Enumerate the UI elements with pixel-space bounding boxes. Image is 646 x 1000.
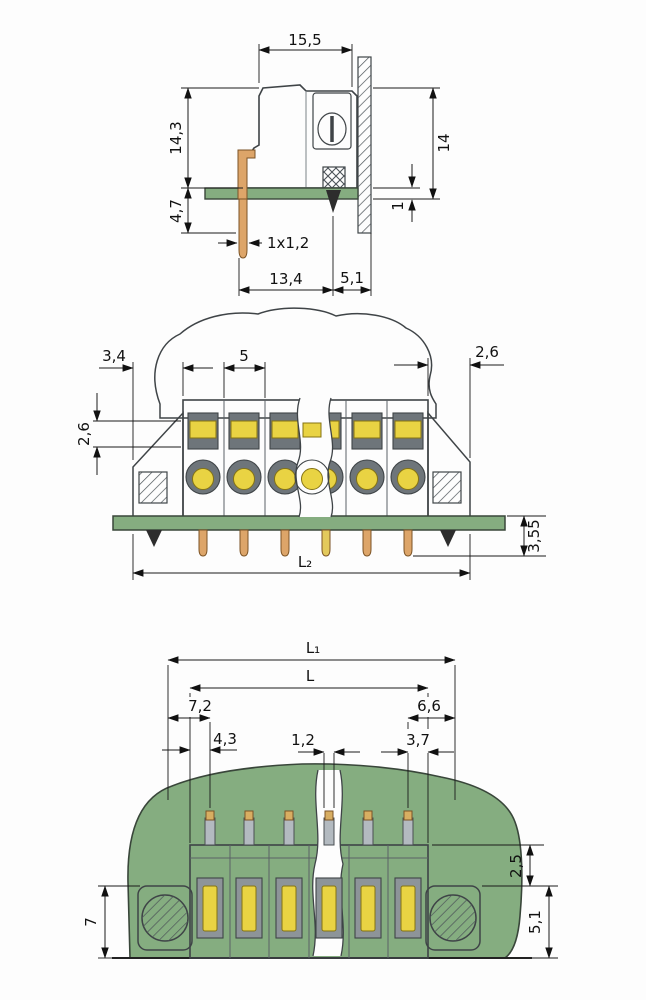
dim-offset-left-outer: 7,2 <box>167 697 212 808</box>
dim-offset-right-inner: 3,7 <box>381 731 454 756</box>
break-outline <box>154 307 437 419</box>
snap-pin-left <box>146 530 162 547</box>
dim-label-5: 5 <box>239 347 249 365</box>
clamping-levers <box>189 420 422 439</box>
dim-pin-width: 1,2 <box>291 731 360 808</box>
dim-label-L2: L₂ <box>298 553 312 571</box>
dim-label-L1: L₁ <box>306 639 320 657</box>
pin4-rear <box>323 810 335 846</box>
dim-label-5-1-rear: 5,1 <box>526 910 544 934</box>
mounting-slot-left <box>138 471 168 504</box>
break-line-left-rear <box>312 769 319 957</box>
mounting-screw-right <box>429 894 477 942</box>
break-line-right <box>327 397 334 518</box>
dim-label-1x1-2: 1x1,2 <box>267 234 309 252</box>
screw-recess <box>312 92 352 150</box>
dim-label-5-1-side: 5,1 <box>340 269 364 287</box>
pcb-side <box>204 187 359 200</box>
dim-height-below: 4,7 <box>167 187 236 234</box>
dim-flange-left: 3,4 <box>99 347 213 460</box>
dim-label-6-6: 6,6 <box>417 697 441 715</box>
port-fragment <box>301 468 323 490</box>
front-view: 3,4 5 2,6 2,6 3,55 L₂ <box>75 307 546 580</box>
dim-offset-right-outer: 6,6 <box>407 697 456 808</box>
dim-label-3-7: 3,7 <box>406 731 430 749</box>
dim-depth-left: 13,4 <box>238 216 334 296</box>
flange-housing-right <box>425 885 481 951</box>
dim-height-lower: 5,1 <box>526 885 558 959</box>
dim-label-1-2: 1,2 <box>291 731 315 749</box>
dim-height-panel: 14 <box>373 87 453 200</box>
solder-pin-side <box>238 198 248 259</box>
dim-flange-right: 2,6 <box>394 343 504 458</box>
dim-label-2-6-left: 2,6 <box>75 422 93 446</box>
dim-lever-height: 2,6 <box>75 393 181 475</box>
dim-label-13-4: 13,4 <box>269 270 302 288</box>
dim-label-3-55: 3,55 <box>525 519 543 552</box>
dim-width-top: 15,5 <box>258 31 353 87</box>
mounting-screw-left <box>141 894 189 942</box>
dim-label-7: 7 <box>82 917 100 927</box>
break-band-front <box>295 398 333 517</box>
dim-label-14-3: 14,3 <box>167 121 185 154</box>
solder-pins-front <box>198 529 413 557</box>
contact-strip <box>237 149 256 200</box>
pins-rear <box>204 810 414 846</box>
snap-in-pin <box>326 190 341 213</box>
rear-view: L₁ L 7,2 6,6 4,3 1,2 <box>82 639 558 959</box>
dim-length-inner: L <box>189 667 429 843</box>
flange-housing-left <box>137 885 193 951</box>
dim-label-1: 1 <box>389 201 407 211</box>
dim-label-3-4: 3,4 <box>102 347 126 365</box>
dim-label-4-3: 4,3 <box>213 730 237 748</box>
dim-label-4-7: 4,7 <box>167 199 185 223</box>
dim-label-14: 14 <box>435 133 453 152</box>
dim-label-2-6-top: 2,6 <box>475 343 499 361</box>
snap-pin-right <box>440 530 456 547</box>
dim-overall-length: L₂ <box>132 534 471 580</box>
dim-offset-left-inner: 4,3 <box>162 730 237 754</box>
port-fragment-ring <box>294 459 330 495</box>
break-line-left <box>295 397 302 518</box>
break-line-right-rear <box>339 769 344 957</box>
dim-pitch: 5 <box>223 347 266 398</box>
pcb-front <box>112 515 506 531</box>
dim-height-flange: 7 <box>82 885 140 959</box>
mounting-slot-right <box>432 471 462 504</box>
dim-depth-right: 5,1 <box>332 233 372 296</box>
dim-panel-thickness: 1 <box>373 164 420 222</box>
screw-head <box>317 112 347 146</box>
mounting-panel <box>357 56 372 234</box>
lever-fragment <box>302 422 322 438</box>
locking-foot <box>322 166 346 191</box>
dim-label-L: L <box>306 667 315 685</box>
side-view: 15,5 14,3 4,7 14 1 1x1,2 <box>167 31 453 296</box>
cell-dividers-rear <box>229 845 389 958</box>
dim-height-body: 14,3 <box>167 87 259 189</box>
dim-pin-length: 3,55 <box>413 515 546 557</box>
dim-label-15-5: 15,5 <box>288 31 321 49</box>
dim-pin-cross-section: 1x1,2 <box>218 234 309 252</box>
dim-label-7-2: 7,2 <box>188 697 212 715</box>
dim-length-outer: L₁ <box>167 639 456 800</box>
dim-label-2-5: 2,5 <box>507 854 525 878</box>
contact-window-fragment <box>321 885 337 932</box>
